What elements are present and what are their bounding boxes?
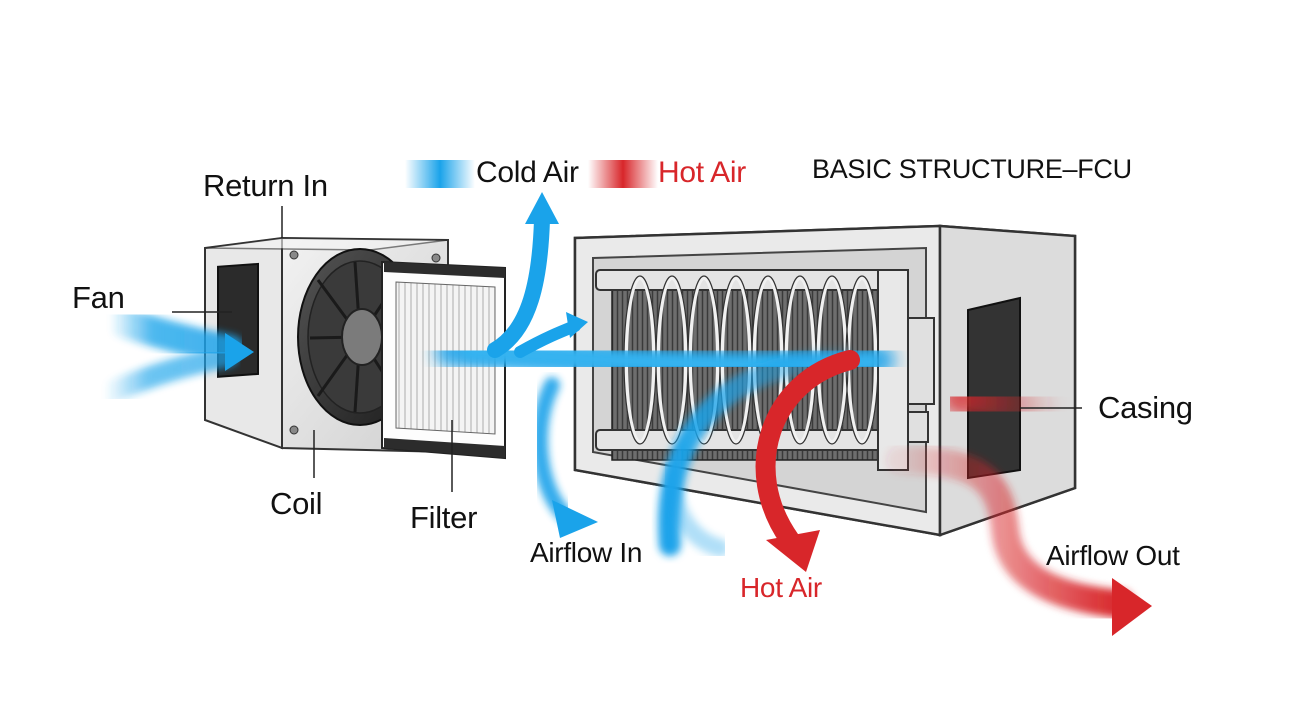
label-coil: Coil xyxy=(270,486,323,521)
hot-air-down-arrow xyxy=(755,350,860,572)
label-hot-air: Hot Air xyxy=(740,572,822,603)
legend-hot-swatch xyxy=(588,160,658,188)
cold-air-inlet-flow xyxy=(94,303,254,406)
legend-cold-label: Cold Air xyxy=(476,156,579,189)
label-return-in: Return In xyxy=(203,168,328,203)
cold-air-right-arrow xyxy=(514,312,588,358)
hot-air-outflow-arrow xyxy=(886,446,1152,636)
label-fan: Fan xyxy=(72,280,125,315)
cold-air-return-arrow xyxy=(658,349,856,557)
label-airflow-out: Airflow Out xyxy=(1046,540,1180,571)
label-casing: Casing xyxy=(1098,390,1193,425)
label-airflow-in: Airflow In xyxy=(530,537,643,568)
legend-hot-label: Hot Air xyxy=(658,156,746,189)
label-filter: Filter xyxy=(410,500,478,535)
leader-lines xyxy=(172,206,1082,492)
cold-air-up-arrow xyxy=(487,192,559,358)
legend-cold-swatch xyxy=(405,160,475,188)
cold-air-down-arrow xyxy=(531,377,598,538)
diagram-title: BASIC STRUCTURE–FCU xyxy=(812,154,1132,184)
